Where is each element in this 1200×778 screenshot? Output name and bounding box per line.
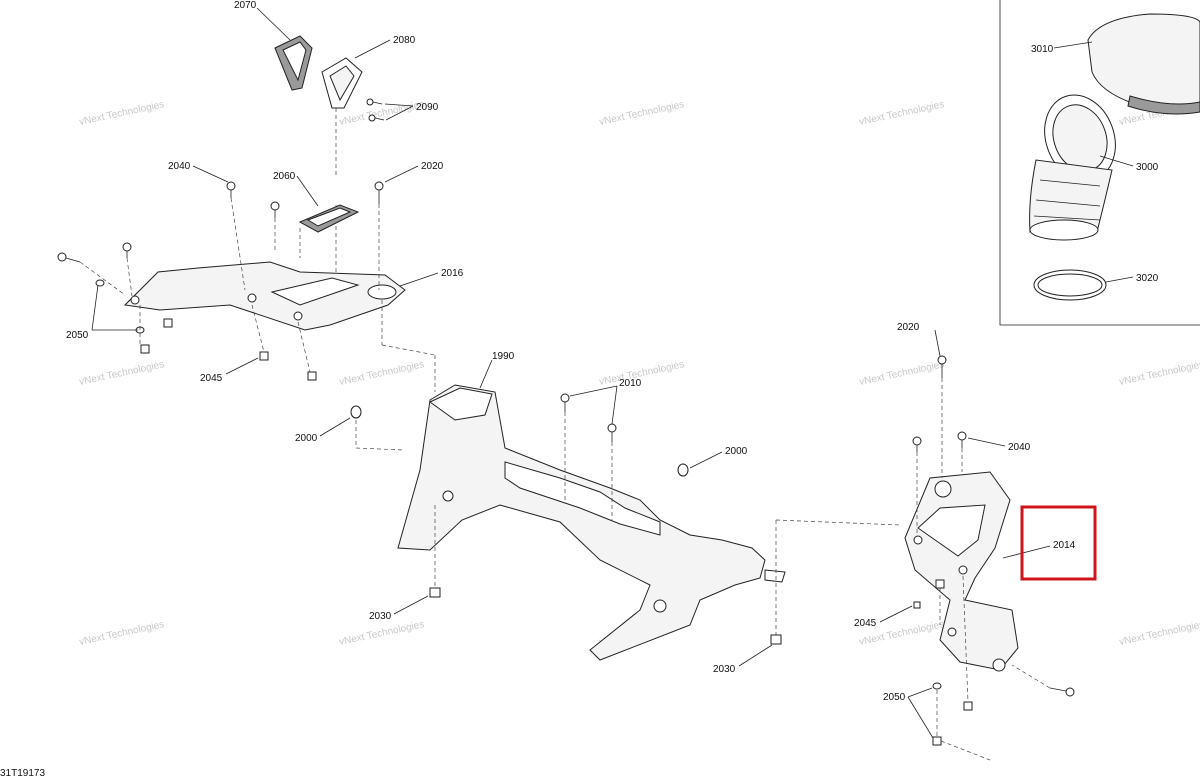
callout-2000: 2000 bbox=[295, 433, 318, 444]
callout-3000: 3000 bbox=[1136, 162, 1159, 173]
watermark: vNext Technologies bbox=[78, 359, 165, 388]
callout-2090: 2090 bbox=[416, 102, 439, 113]
watermark: vNext Technologies bbox=[78, 619, 165, 648]
watermark: vNext Technologies bbox=[338, 359, 425, 388]
part-2080 bbox=[321, 57, 363, 109]
part-3000 bbox=[1029, 94, 1116, 241]
callout-3020: 3020 bbox=[1136, 273, 1159, 284]
part-1990 bbox=[397, 384, 786, 661]
fasteners-left bbox=[57, 181, 384, 381]
watermark: vNext Technologies bbox=[1118, 619, 1200, 648]
watermark: vNext Technologies bbox=[858, 99, 945, 128]
callout-labels: 2070 2080 2090 2040 2060 2020 2016 2050 … bbox=[66, 0, 1159, 703]
watermark: vNext Technologies bbox=[598, 359, 685, 388]
callout-2040: 2040 bbox=[168, 161, 191, 172]
callout-1990: 1990 bbox=[492, 351, 515, 362]
part-2090 bbox=[366, 98, 385, 122]
watermark: vNext Technologies bbox=[858, 359, 945, 388]
callout-2020: 2020 bbox=[421, 161, 444, 172]
callout-2080: 2080 bbox=[393, 35, 416, 46]
part-2016 bbox=[123, 261, 406, 331]
callout-2030: 2030 bbox=[713, 664, 736, 675]
callout-2050: 2050 bbox=[883, 692, 906, 703]
callout-2045: 2045 bbox=[854, 618, 877, 629]
inset-frame bbox=[999, 0, 1200, 326]
part-2014 bbox=[904, 471, 1019, 672]
callout-2020: 2020 bbox=[897, 322, 920, 333]
watermark: vNext Technologies bbox=[598, 99, 685, 128]
fasteners-right bbox=[912, 355, 1075, 746]
callout-2040: 2040 bbox=[1008, 442, 1031, 453]
callout-2000: 2000 bbox=[725, 446, 748, 457]
part-2070 bbox=[274, 35, 313, 91]
watermark: vNext Technologies bbox=[338, 99, 425, 128]
callout-2010: 2010 bbox=[619, 378, 642, 389]
callout-2045: 2045 bbox=[200, 373, 223, 384]
watermark: vNext Technologies bbox=[1118, 359, 1200, 388]
part-2060 bbox=[298, 204, 360, 233]
diagram-id: 31T19173 bbox=[0, 768, 45, 778]
callout-2030: 2030 bbox=[369, 611, 392, 622]
callout-2050: 2050 bbox=[66, 330, 89, 341]
highlight-box-2014[interactable] bbox=[1020, 505, 1097, 581]
watermark: vNext Technologies bbox=[338, 619, 425, 648]
leader-lines bbox=[91, 7, 1134, 739]
part-3010 bbox=[1087, 13, 1200, 115]
callout-2016: 2016 bbox=[441, 268, 464, 279]
callout-2014: 2014 bbox=[1053, 540, 1076, 551]
callout-2060: 2060 bbox=[273, 171, 296, 182]
watermark: vNext Technologies bbox=[78, 99, 165, 128]
part-3020 bbox=[1033, 269, 1107, 301]
callout-3010: 3010 bbox=[1031, 44, 1054, 55]
callout-2070: 2070 bbox=[234, 0, 257, 11]
